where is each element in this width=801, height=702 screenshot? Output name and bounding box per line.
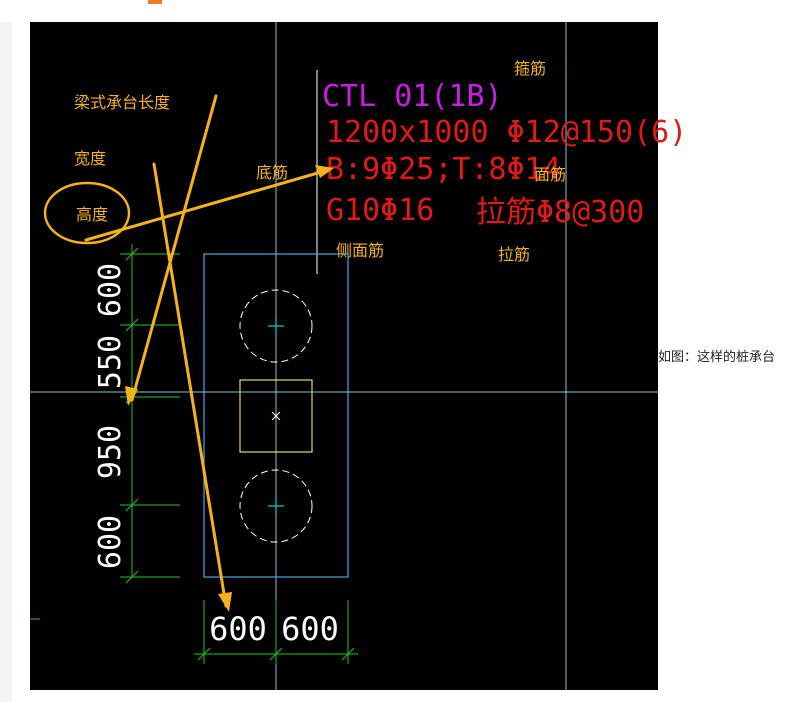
annotation-top-rebar: 面筋 <box>534 165 566 184</box>
arrow-width <box>152 162 228 608</box>
annotation-stirrup: 箍筋 <box>514 59 546 78</box>
annotation-bottom-rebar: 底筋 <box>256 163 288 182</box>
height-highlight-ellipse <box>43 181 131 245</box>
arrow-height <box>84 168 330 242</box>
arrow-heads <box>125 165 334 612</box>
cap-side-rebar-label: G10Φ16 <box>326 193 434 228</box>
annotation-tie-rebar: 拉筋 <box>498 245 530 264</box>
dim-v-550: 550 <box>93 335 128 389</box>
annotation-height: 高度 <box>76 205 108 224</box>
dim-v-600-top: 600 <box>93 263 128 317</box>
cap-rebar-label: B:9Φ25;T:8Φ14 <box>326 152 561 187</box>
caption-text: 如图：这样的桩承台 <box>658 350 776 365</box>
dim-v-600-bottom: 600 <box>93 515 128 569</box>
left-strip <box>0 22 12 702</box>
dim-h-600-right: 600 <box>281 610 339 648</box>
pile-top <box>239 289 313 363</box>
vertical-dimension <box>30 244 180 620</box>
pile-bottom <box>239 469 313 543</box>
pile-cap-outline <box>203 253 349 578</box>
annotation-arrows <box>84 94 330 608</box>
horizontal-dimension <box>194 600 358 664</box>
cap-section-label: 1200x1000 Φ12@150(6) <box>326 115 687 150</box>
column-square <box>239 379 313 453</box>
cap-name-label: CTL 01(1B) <box>322 79 503 114</box>
arrow-length <box>130 94 218 402</box>
annotation-length: 梁式承台长度 <box>74 93 170 112</box>
cad-svg: 600 550 950 600 600 600 CTL 01(1B) 1200x… <box>30 22 687 690</box>
orange-marker <box>148 0 162 4</box>
top-bar <box>0 0 801 22</box>
cad-drawing: 600 550 950 600 600 600 CTL 01(1B) 1200x… <box>30 22 687 690</box>
dim-h-600-left: 600 <box>209 610 267 648</box>
dim-v-950: 950 <box>93 425 128 479</box>
annotation-width: 宽度 <box>74 149 106 168</box>
cap-tie-rebar-label: 拉筋Φ8@300 <box>476 195 644 230</box>
column-cross-b <box>271 411 281 421</box>
annotation-side-rebar: 侧面筋 <box>336 241 384 260</box>
